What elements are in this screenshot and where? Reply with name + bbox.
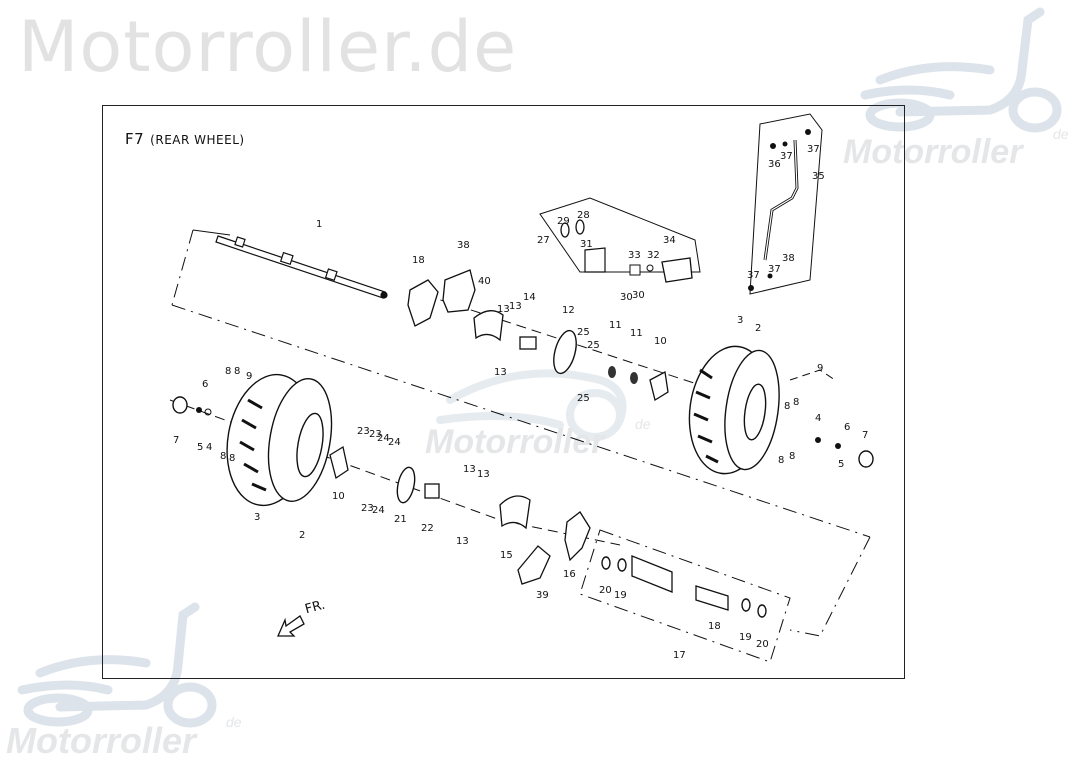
- part-callout-27[interactable]: 27: [537, 235, 550, 246]
- part-callout-2[interactable]: 2: [755, 323, 762, 334]
- part-callout-1[interactable]: 1: [316, 219, 323, 230]
- part-callout-8[interactable]: 8: [784, 401, 791, 412]
- part-callout-8[interactable]: 8: [793, 397, 800, 408]
- part-callout-19[interactable]: 19: [739, 632, 752, 643]
- part-callout-25[interactable]: 25: [577, 393, 590, 404]
- part-callout-10[interactable]: 10: [332, 491, 345, 502]
- site-watermark-title: Motorroller.de: [18, 6, 518, 88]
- part-callout-40[interactable]: 40: [478, 276, 491, 287]
- part-callout-13[interactable]: 13: [497, 304, 510, 315]
- assembly-boundary: [171, 229, 871, 637]
- part-callout-17[interactable]: 17: [673, 650, 686, 661]
- part-callout-14[interactable]: 14: [523, 292, 536, 303]
- part-callout-3[interactable]: 3: [254, 512, 261, 523]
- left-tire-drawing: [226, 373, 333, 507]
- scooter-logo-icon: [17, 602, 217, 728]
- part-callout-8[interactable]: 8: [229, 453, 236, 464]
- part-callout-13[interactable]: 13: [477, 469, 490, 480]
- part-callout-9[interactable]: 9: [817, 363, 824, 374]
- brake-plate-part: [407, 279, 439, 327]
- part-callout-23[interactable]: 23: [361, 503, 374, 514]
- part-callout-12[interactable]: 12: [562, 305, 575, 316]
- part-callout-28[interactable]: 28: [577, 210, 590, 221]
- part-callout-4[interactable]: 4: [206, 442, 213, 453]
- part-callout-13[interactable]: 13: [456, 536, 469, 547]
- part-callout-37[interactable]: 37: [807, 144, 820, 155]
- part-callout-6[interactable]: 6: [844, 422, 851, 433]
- part-callout-19[interactable]: 19: [614, 590, 627, 601]
- part-callout-8[interactable]: 8: [220, 451, 227, 462]
- part-callout-2[interactable]: 2: [299, 530, 306, 541]
- part-callout-3[interactable]: 3: [737, 315, 744, 326]
- part-callout-10[interactable]: 10: [654, 336, 667, 347]
- figure-name: (REAR WHEEL): [150, 133, 245, 147]
- part-callout-33[interactable]: 33: [628, 250, 641, 261]
- part-callout-21[interactable]: 21: [394, 514, 407, 525]
- part-callout-31[interactable]: 31: [580, 239, 593, 250]
- part-callout-39[interactable]: 39: [536, 590, 549, 601]
- part-callout-13[interactable]: 13: [463, 464, 476, 475]
- part-callout-37[interactable]: 37: [768, 264, 781, 275]
- part-callout-5[interactable]: 5: [838, 459, 845, 470]
- part-callout-11[interactable]: 11: [609, 320, 622, 331]
- scooter-logo-icon: [860, 7, 1062, 133]
- part-callout-35[interactable]: 35: [812, 171, 825, 182]
- part-callout-8[interactable]: 8: [789, 451, 796, 462]
- part-callout-4[interactable]: 4: [815, 413, 822, 424]
- part-callout-6[interactable]: 6: [202, 379, 209, 390]
- part-callout-29[interactable]: 29: [557, 216, 570, 227]
- part-callout-24[interactable]: 24: [372, 505, 385, 516]
- watermark-logo-top-right: Motorroller de: [840, 0, 1085, 175]
- part-callout-18[interactable]: 18: [412, 255, 425, 266]
- part-callout-13[interactable]: 13: [509, 301, 522, 312]
- part-callout-23[interactable]: 23: [357, 426, 370, 437]
- right-tire-drawing: [688, 345, 780, 475]
- part-callout-30[interactable]: 30: [620, 292, 633, 303]
- part-callout-18[interactable]: 18: [708, 621, 721, 632]
- part-callout-22[interactable]: 22: [421, 523, 434, 534]
- axle-shaft: [215, 235, 388, 299]
- part-callout-24[interactable]: 24: [377, 433, 390, 444]
- figure-title: F7 (REAR WHEEL): [125, 130, 245, 148]
- part-callout-7[interactable]: 7: [862, 430, 869, 441]
- scooter-logo-icon: [436, 369, 627, 441]
- part-callout-32[interactable]: 32: [647, 250, 660, 261]
- part-callout-13[interactable]: 13: [494, 367, 507, 378]
- diagram-frame: [102, 105, 905, 679]
- part-callout-7[interactable]: 7: [173, 435, 180, 446]
- part-callout-8[interactable]: 8: [778, 455, 785, 466]
- part-callout-8[interactable]: 8: [234, 366, 241, 377]
- part-callout-9[interactable]: 9: [246, 371, 253, 382]
- part-callout-38[interactable]: 38: [782, 253, 795, 264]
- part-callout-15[interactable]: 15: [500, 550, 513, 561]
- part-callout-37[interactable]: 37: [780, 151, 793, 162]
- part-callout-20[interactable]: 20: [599, 585, 612, 596]
- part-callout-36[interactable]: 36: [768, 159, 781, 170]
- watermark-logo-bottom-left: Motorroller de: [0, 595, 260, 768]
- part-callout-11[interactable]: 11: [630, 328, 643, 339]
- part-callout-20[interactable]: 20: [756, 639, 769, 650]
- part-callout-34[interactable]: 34: [663, 235, 676, 246]
- watermark-logo-center: Motorroller de: [420, 340, 670, 470]
- part-callout-30[interactable]: 30: [632, 290, 645, 301]
- part-callout-24[interactable]: 24: [388, 437, 401, 448]
- part-callout-5[interactable]: 5: [197, 442, 204, 453]
- part-callout-16[interactable]: 16: [563, 569, 576, 580]
- part-callout-38[interactable]: 38: [457, 240, 470, 251]
- part-callout-8[interactable]: 8: [225, 366, 232, 377]
- watermark-logo-text: Motorroller de: [6, 714, 242, 761]
- part-callout-37[interactable]: 37: [747, 270, 760, 281]
- figure-code: F7: [125, 130, 145, 148]
- watermark-logo-text: Motorroller de: [843, 126, 1069, 171]
- part-callout-25[interactable]: 25: [587, 340, 600, 351]
- front-direction-arrow: [277, 615, 305, 637]
- part-callout-25[interactable]: 25: [577, 327, 590, 338]
- part-callout-23[interactable]: 23: [369, 429, 382, 440]
- watermark-logo-text: Motorroller de: [425, 416, 651, 461]
